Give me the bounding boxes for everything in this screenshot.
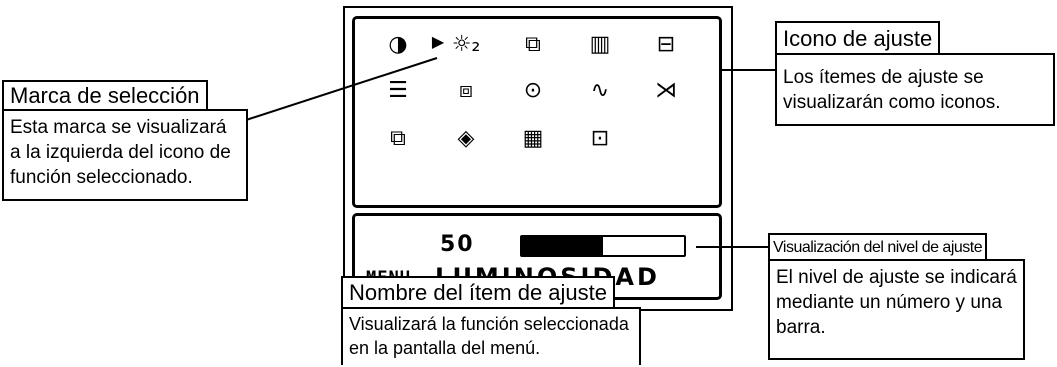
selection-mark-icon: ▶ [431,32,445,51]
color-icon[interactable]: ⋊ [655,78,677,103]
position-icon[interactable]: ⧉ [525,32,541,57]
contrast-icon[interactable]: ◑ [388,32,408,57]
selection-mark-callout-body: Esta marca se visualizará a la izquierda… [2,109,248,201]
adjust-icon-callout-body: Los ítemes de ajuste se visualizarán com… [775,53,1055,126]
pincushion-icon[interactable]: ☰ [388,78,408,103]
window-icon[interactable]: ⧉ [390,126,406,151]
moire-icon[interactable]: ▥ [589,32,611,57]
adjust-icon-callout-title: Icono de ajuste [775,21,941,55]
size-icon[interactable]: ⊟ [656,32,676,57]
trapezoid-icon[interactable]: ⧈ [459,78,473,103]
level-bar[interactable] [520,235,686,257]
level-bar-fill [522,237,603,255]
rotation-icon[interactable]: ⊙ [523,78,543,103]
selection-mark-callout-title: Marca de selección [2,80,208,111]
item-name-callout-title: Nombre del ítem de ajuste [341,276,616,309]
wave-icon[interactable]: ∿ [590,78,610,103]
item-name-callout-body: Visualizará la función seleccionada en l… [341,307,641,365]
mode-icon[interactable]: ▦ [522,126,544,151]
level-display-callout-title: Visualización del nivel de ajuste [768,233,988,261]
brightness-icon[interactable]: ☼₂ [451,32,481,57]
level-display-callout-body: El nivel de ajuste se indicará mediante … [768,259,1025,360]
selection-mark-leader [245,57,438,121]
recall-icon[interactable]: ◈ [457,126,475,151]
level-value: 50 [440,232,475,257]
osd-icon-panel [352,16,722,208]
info-icon[interactable]: ⊡ [590,126,610,151]
